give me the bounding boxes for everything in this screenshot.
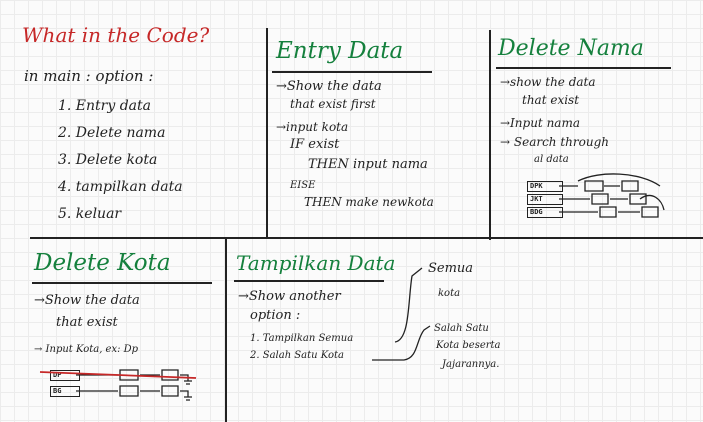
delete-kota-line: →Show the data <box>34 293 140 308</box>
note-salah: Kota beserta <box>436 340 501 351</box>
divider-vertical-bottom <box>225 238 227 422</box>
page-title: What in the Code? <box>22 23 210 47</box>
note-salah: Salah Satu <box>434 323 489 334</box>
delete-nama-title: Delete Nama <box>498 36 644 61</box>
note-semua: Semua <box>428 261 474 276</box>
divider-horizontal <box>30 237 703 239</box>
menu-option: 5. keluar <box>58 206 122 222</box>
tampilkan-line: option : <box>250 308 301 323</box>
entry-line: →input kota <box>276 120 349 134</box>
entry-data-underline <box>272 71 432 73</box>
delete-kota-underline <box>32 282 212 284</box>
entry-line: EISE <box>290 180 316 191</box>
main-menu-heading: in main : option : <box>24 67 154 85</box>
entry-line: IF exist <box>290 137 340 152</box>
divider-vertical-right <box>489 30 491 240</box>
entry-line: THEN make newkota <box>304 195 434 209</box>
tampilkan-data-title: Tampilkan Data <box>236 251 396 275</box>
entry-line: that exist first <box>290 97 376 111</box>
delete-nama-line: →Input nama <box>500 116 580 130</box>
entry-line: THEN input nama <box>308 157 428 172</box>
delete-nama-underline <box>496 67 671 69</box>
entry-data-title: Entry Data <box>276 38 404 64</box>
tampilkan-line: 2. Salah Satu Kota <box>250 350 344 361</box>
delete-nama-line: → Search through <box>500 135 609 149</box>
tampilkan-data-underline <box>234 280 384 282</box>
delete-kota-title: Delete Kota <box>34 250 171 276</box>
menu-option: 1. Entry data <box>58 98 152 114</box>
delete-nama-line: →show the data <box>500 75 596 89</box>
delete-nama-line: that exist <box>522 93 580 107</box>
divider-vertical-left <box>266 28 268 238</box>
menu-option: 4. tampilkan data <box>58 179 183 195</box>
delete-kota-line: → Input Kota, ex: Dp <box>34 344 139 355</box>
menu-option: 2. Delete nama <box>58 125 166 141</box>
delete-nama-line: al data <box>534 154 569 165</box>
note-salah: Jajarannya. <box>442 359 500 370</box>
delete-kota-line: that exist <box>56 315 118 330</box>
note-semua: kota <box>438 288 461 299</box>
tampilkan-line: →Show another <box>238 289 341 304</box>
entry-line: →Show the data <box>276 79 382 94</box>
menu-option: 3. Delete kota <box>58 152 158 168</box>
tampilkan-line: 1. Tampilkan Semua <box>250 333 354 344</box>
